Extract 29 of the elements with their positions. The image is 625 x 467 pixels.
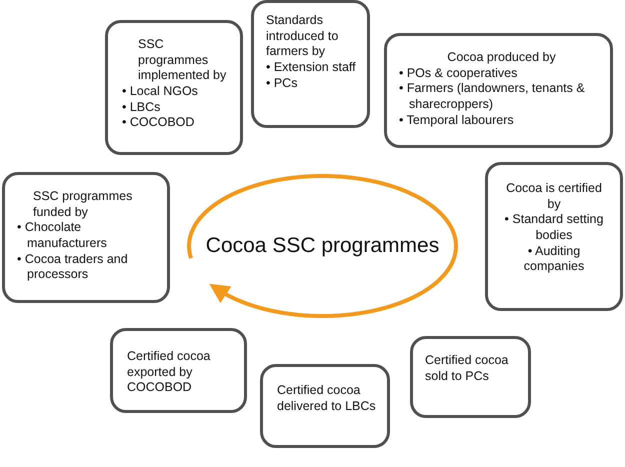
box-heading: SSC programmes funded by bbox=[32, 189, 134, 220]
bullet-item: • PCs bbox=[266, 76, 298, 92]
bullet-item: • COCOBOD bbox=[122, 115, 196, 131]
box-heading: Standards introduced to farmers by bbox=[266, 13, 340, 60]
text-box bbox=[260, 364, 390, 448]
bullet-item: • Farmers (landowners, tenants & sharecroppers) bbox=[399, 81, 586, 112]
bullet-item: • Cocoa traders and processors bbox=[17, 252, 129, 283]
box-heading: Cocoa produced by bbox=[446, 50, 557, 66]
box-heading: Certified cocoa delivered to LBCs bbox=[277, 383, 377, 414]
bullet-item: • Local NGOs bbox=[122, 84, 199, 100]
bullet-item: • Auditing companies bbox=[522, 244, 586, 275]
text-box bbox=[384, 33, 613, 148]
text-box bbox=[2, 172, 170, 303]
text-box bbox=[485, 162, 623, 311]
text-box bbox=[110, 328, 247, 413]
text-box bbox=[105, 20, 243, 155]
bullet-item: • LBCs bbox=[122, 100, 162, 116]
text-box bbox=[251, 0, 370, 128]
box-heading: Certified cocoa sold to PCs bbox=[425, 353, 510, 384]
center-title: Cocoa SSC programmes bbox=[204, 234, 440, 258]
box-heading: Cocoa is certified by bbox=[505, 181, 603, 212]
bullet-item: • Standard setting bodies bbox=[504, 212, 604, 244]
bullet-item: • Temporal labourers bbox=[399, 112, 515, 128]
bullet-item: • Chocolate manufacturers bbox=[17, 220, 108, 252]
bullet-item: • Extension staff bbox=[266, 60, 357, 76]
box-heading: SSC programmes implemented by bbox=[137, 37, 228, 84]
bullet-item: • POs & cooperatives bbox=[399, 66, 518, 82]
text-box bbox=[410, 336, 531, 418]
box-heading: Certified cocoa exported by COCOBOD bbox=[127, 349, 212, 396]
